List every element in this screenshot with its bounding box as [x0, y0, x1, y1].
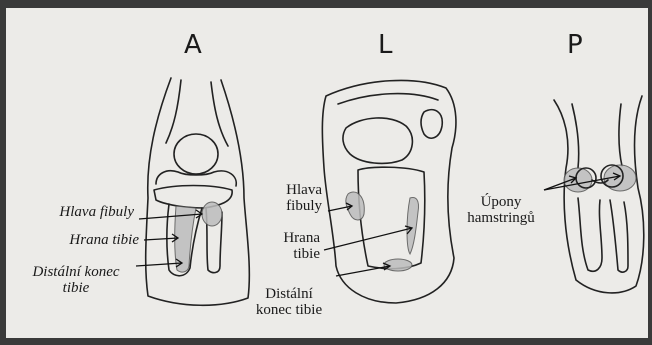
label-lateral-tibia-edge-1: Hrana	[256, 230, 320, 246]
label-posterior-hamstring-1: Úpony	[456, 194, 546, 210]
label-anterior-distal-end-2: tibie	[11, 280, 141, 296]
label-posterior-hamstring-2: hamstringů	[456, 210, 546, 226]
posterior-knee-drawing	[554, 96, 644, 293]
label-anterior-tibia-edge: Hrana tibie	[26, 232, 139, 248]
label-lateral-fibula-head-1: Hlava	[256, 182, 322, 198]
label-anterior-distal-end-1: Distální konec	[11, 264, 141, 280]
label-lateral-distal-end-2: konec tibie	[236, 302, 342, 318]
label-lateral-fibula-head-2: fibuly	[256, 198, 322, 214]
label-anterior-fibula-head: Hlava fibuly	[26, 204, 134, 220]
lateral-knee-drawing	[322, 80, 456, 303]
book-page: A L P	[6, 8, 648, 338]
label-lateral-distal-end-1: Distální	[236, 286, 342, 302]
label-lateral-tibia-edge-2: tibie	[256, 246, 320, 262]
anterior-knee-drawing	[146, 78, 250, 305]
